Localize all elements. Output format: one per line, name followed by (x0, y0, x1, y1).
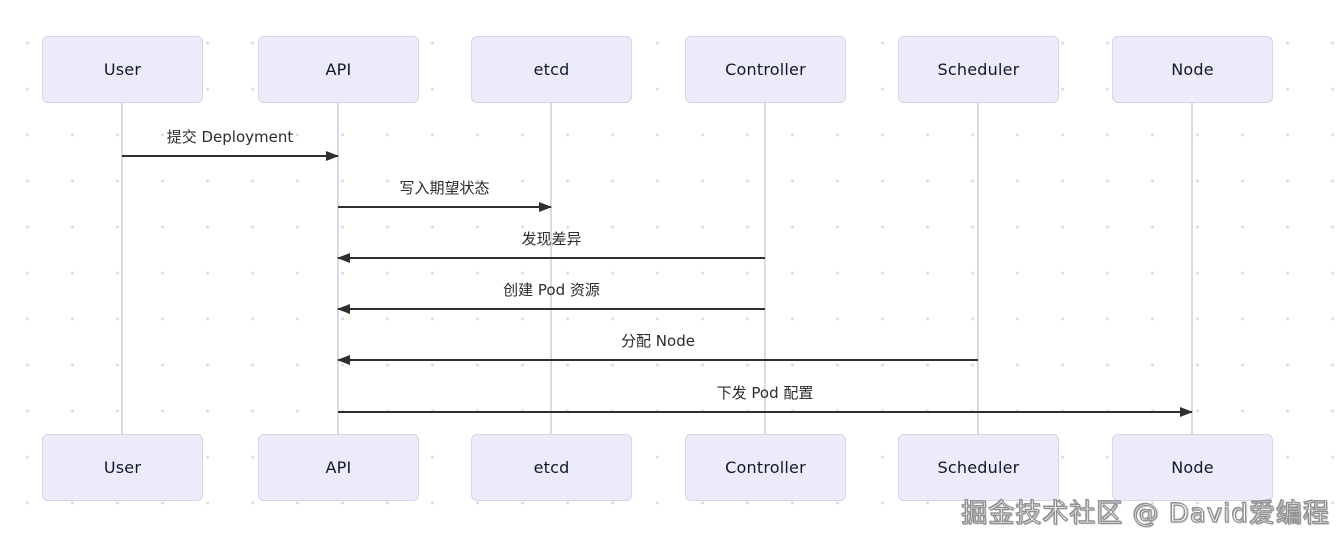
arrow-line (338, 359, 978, 361)
lifeline-api (337, 103, 339, 435)
arrow-right-icon (326, 151, 339, 161)
actor-user-top: User (42, 36, 203, 103)
lifeline-node (1191, 103, 1193, 435)
actor-etcd-top: etcd (471, 36, 632, 103)
message-write-desired-state: 写入期望状态 (338, 174, 552, 212)
arrow-right-icon (539, 202, 552, 212)
arrow-left-icon (337, 355, 350, 365)
actor-scheduler-bottom: Scheduler (898, 434, 1059, 501)
lifeline-scheduler (977, 103, 979, 435)
actor-node-bottom: Node (1112, 434, 1273, 501)
actor-scheduler-top: Scheduler (898, 36, 1059, 103)
arrow-line (338, 257, 765, 259)
actor-api-bottom: API (258, 434, 419, 501)
arrow-line (338, 308, 765, 310)
actor-controller-top: Controller (685, 36, 846, 103)
message-label: 发现差异 (521, 230, 582, 248)
arrow-line (338, 206, 551, 208)
arrow-line (338, 411, 1192, 413)
message-detect-diff: 发现差异 (337, 225, 765, 263)
arrow-line (122, 155, 338, 157)
message-label: 创建 Pod 资源 (503, 281, 600, 299)
watermark: 掘金技术社区 @ David爱编程 (961, 498, 1330, 529)
actor-node-top: Node (1112, 36, 1273, 103)
actor-etcd-bottom: etcd (471, 434, 632, 501)
message-deliver-pod-config: 下发 Pod 配置 (338, 379, 1193, 417)
lifeline-etcd (550, 103, 552, 435)
arrow-left-icon (337, 253, 350, 263)
arrow-left-icon (337, 304, 350, 314)
actor-api-top: API (258, 36, 419, 103)
lifeline-user (121, 103, 123, 435)
actor-user-bottom: User (42, 434, 203, 501)
message-label: 分配 Node (621, 332, 695, 350)
lifeline-controller (764, 103, 766, 435)
message-create-pod-resource: 创建 Pod 资源 (337, 276, 765, 314)
message-label: 提交 Deployment (166, 128, 294, 146)
message-submit-deployment: 提交 Deployment (122, 123, 339, 161)
message-label: 下发 Pod 配置 (716, 384, 814, 402)
actor-controller-bottom: Controller (685, 434, 846, 501)
arrow-right-icon (1180, 407, 1193, 417)
message-label: 写入期望状态 (399, 179, 490, 197)
message-assign-node: 分配 Node (337, 327, 978, 365)
